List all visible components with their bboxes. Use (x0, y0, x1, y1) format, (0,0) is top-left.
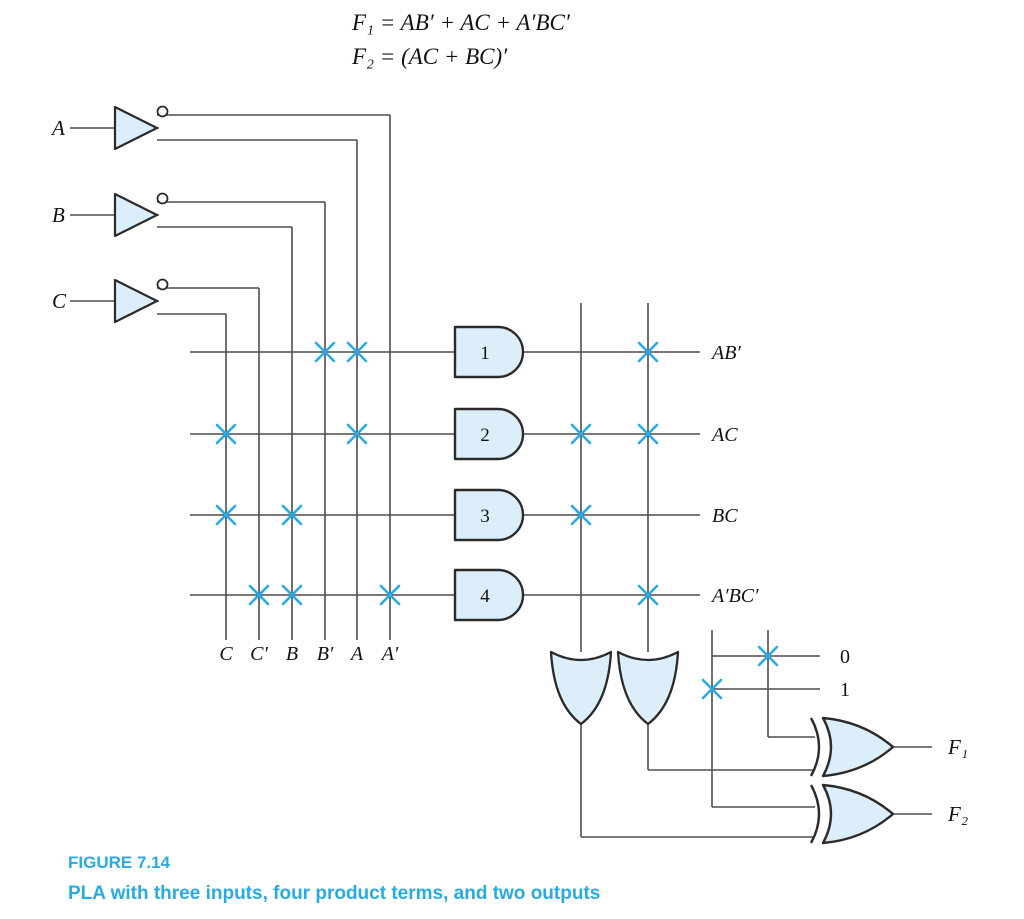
xor-gate-f2 (821, 783, 895, 845)
and-column-label-2: B (286, 643, 298, 665)
x-stroke-2 (314, 341, 336, 363)
or-gate-1 (549, 650, 613, 726)
figure-caption: PLA with three inputs, four product term… (68, 883, 600, 904)
and-gate-4 (453, 568, 525, 622)
xor-gate-f1 (821, 716, 895, 778)
and-x-r3-c2[interactable] (281, 504, 303, 526)
inverter-a (113, 105, 159, 151)
input-label-b: B (52, 203, 65, 227)
equation-2: F₂ = (AC + BC)′ (351, 44, 508, 69)
x-stroke-2 (379, 584, 401, 606)
equation-1: F₁ = AB′ + AC + A′BC′ (351, 10, 571, 35)
x-stroke-2 (248, 584, 270, 606)
x-stroke-2 (637, 423, 659, 445)
and-x-r1-c3[interactable] (314, 341, 336, 363)
input-label-a: A (50, 116, 65, 140)
output-label-2: F₂ (947, 802, 968, 826)
input-label-c: C (52, 289, 67, 313)
x-stroke-2 (215, 504, 237, 526)
x-stroke-2 (701, 678, 723, 700)
and-column-label-1: C′ (250, 643, 268, 665)
x-stroke-2 (281, 584, 303, 606)
product-label-3: BC (712, 505, 738, 527)
or-x-r1-c1[interactable] (637, 341, 659, 363)
output-label-1: F₁ (947, 735, 968, 759)
and-x-r4-c2[interactable] (281, 584, 303, 606)
inverter-b-bubble (156, 192, 169, 205)
invert-row-label-0: 0 (840, 646, 850, 668)
and-gate-label-1: 1 (480, 343, 490, 364)
and-gate-label-2: 2 (480, 425, 490, 446)
and-x-r4-c1[interactable] (248, 584, 270, 606)
xor-gate-f2-xor-arc (809, 784, 821, 844)
product-label-1: AB′ (710, 342, 741, 364)
figure-number: FIGURE 7.14 (68, 853, 171, 872)
inverter-c (113, 278, 159, 324)
and-gate-label-4: 4 (480, 586, 490, 607)
inverter-a-bubble (156, 105, 169, 118)
x-stroke-2 (570, 504, 592, 526)
x-stroke-2 (637, 341, 659, 363)
and-x-r2-c0[interactable] (215, 423, 237, 445)
invert-x-r2-c0[interactable] (701, 678, 723, 700)
product-label-4: A′BC′ (710, 585, 759, 607)
x-stroke-2 (757, 645, 779, 667)
or-gate-2 (616, 650, 680, 726)
and-column-label-5: A′ (380, 643, 399, 665)
invert-x-r1-c1[interactable] (757, 645, 779, 667)
and-column-label-0: C (219, 643, 233, 665)
x-stroke-2 (570, 423, 592, 445)
and-gate-3 (453, 488, 525, 542)
x-stroke-2 (346, 341, 368, 363)
x-stroke-2 (637, 584, 659, 606)
and-x-r3-c0[interactable] (215, 504, 237, 526)
and-x-r4-c5[interactable] (379, 584, 401, 606)
or-x-r2-c1[interactable] (637, 423, 659, 445)
inverter-b (113, 192, 159, 238)
x-stroke-2 (281, 504, 303, 526)
xor-gate-f1-xor-arc (809, 717, 821, 777)
inverter-c-bubble (156, 278, 169, 291)
or-x-r2-c0[interactable] (570, 423, 592, 445)
invert-row-label-1: 1 (840, 679, 850, 701)
and-column-label-3: B′ (317, 643, 334, 665)
x-stroke-2 (346, 423, 368, 445)
or-x-r4-c1[interactable] (637, 584, 659, 606)
and-gate-label-3: 3 (480, 506, 490, 527)
and-x-r1-c4[interactable] (346, 341, 368, 363)
and-gate-2 (453, 407, 525, 461)
and-x-r2-c4[interactable] (346, 423, 368, 445)
and-gate-1 (453, 325, 525, 379)
or-x-r3-c0[interactable] (570, 504, 592, 526)
x-stroke-2 (215, 423, 237, 445)
product-label-2: AC (710, 424, 738, 446)
and-column-label-4: A (349, 643, 364, 665)
